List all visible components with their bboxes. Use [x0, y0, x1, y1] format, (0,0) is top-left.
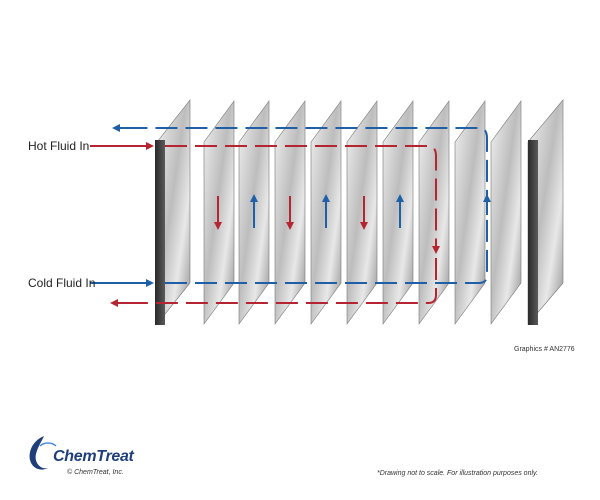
- plate-9: [490, 100, 522, 325]
- graphics-number: Graphics # AN2776: [514, 346, 575, 353]
- pressure-frame-plate: [527, 99, 564, 325]
- hot-fluid-in-label: Hot Fluid In: [28, 139, 90, 153]
- hot-fluid-path: [90, 142, 440, 307]
- hot-top-manifold: [165, 145, 437, 252]
- plate-7: [418, 100, 450, 325]
- copyright-text: © ChemTreat, Inc.: [67, 469, 124, 476]
- cold-fluid-in-label: Cold Fluid In: [28, 276, 96, 290]
- cold-fluid-path: [90, 124, 491, 287]
- plate-5: [346, 100, 378, 325]
- chemtreat-brand-name: ChemTreat: [53, 448, 134, 465]
- chemtreat-logo: [29, 436, 57, 470]
- plate-6: [382, 100, 414, 325]
- disclaimer-text: *Drawing not to scale. For illustration …: [377, 470, 538, 477]
- fixed-frame-plate: [155, 99, 191, 325]
- plate-8: [454, 100, 486, 325]
- droplet-icon: [29, 436, 48, 470]
- hot-bottom-manifold: [112, 258, 437, 304]
